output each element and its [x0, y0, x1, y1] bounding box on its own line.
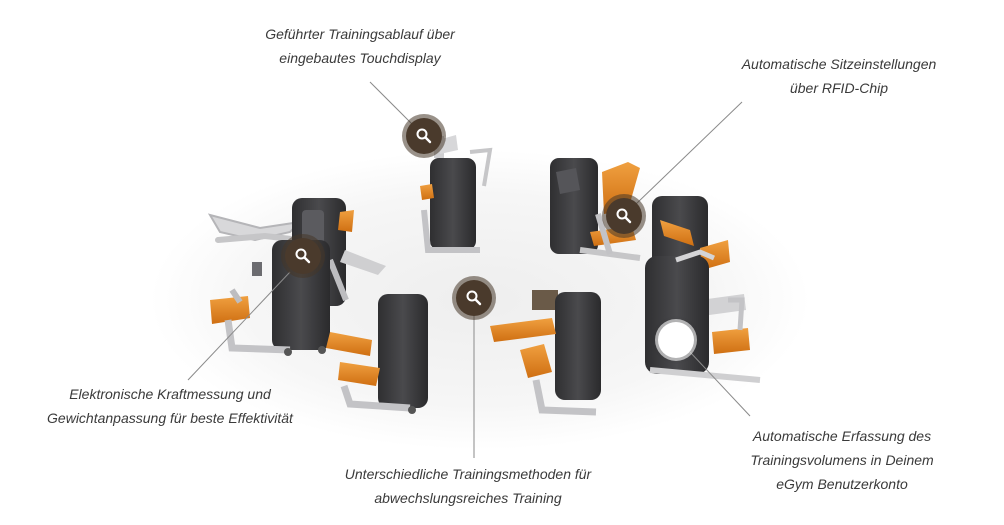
caption-line: Elektronische Kraftmessung und: [69, 386, 271, 402]
magnifier-icon: [466, 290, 482, 306]
caption-erfassung: Automatische Erfassung des Trainingsvolu…: [722, 424, 962, 496]
caption-line: Unterschiedliche Trainingsmethoden für: [344, 466, 592, 482]
caption-line: Gewichtanpassung für beste Effektivität: [47, 410, 293, 426]
caption-line: abwechslungsreiches Training: [374, 490, 562, 506]
caption-sitz: Automatische Sitzeinstellungen über RFID…: [714, 52, 964, 100]
caption-line: über RFID-Chip: [789, 80, 889, 96]
caption-line: Geführter Trainingsablauf über: [265, 26, 455, 42]
hotspot-kraft[interactable]: [285, 238, 321, 274]
caption-methoden: Unterschiedliche Trainingsmethoden für a…: [318, 462, 618, 510]
caption-line: eingebautes Touchdisplay: [279, 50, 441, 66]
caption-kraft: Elektronische Kraftmessung und Gewichtan…: [20, 382, 320, 430]
hotspot-sitz[interactable]: [606, 198, 642, 234]
magnifier-icon: [616, 208, 632, 224]
caption-touchdisplay: Geführter Trainingsablauf über eingebaut…: [240, 22, 480, 70]
leader-lines: [187, 81, 751, 458]
hotspot-touchdisplay[interactable]: [406, 118, 442, 154]
machine-front-left: [326, 294, 428, 414]
hotspot-methoden[interactable]: [456, 280, 492, 316]
caption-line: Trainingsvolumens in Deinem: [750, 452, 934, 468]
machine-rfid-seat: [550, 158, 641, 261]
magnifier-icon: [295, 248, 311, 264]
machine-front-center: [490, 290, 601, 416]
hotspot-erfassung[interactable]: [658, 322, 694, 358]
machine-touchdisplay: [420, 135, 493, 253]
magnifier-icon: [416, 128, 432, 144]
caption-line: eGym Benutzerkonto: [776, 476, 908, 492]
caption-line: Automatische Erfassung des: [752, 428, 932, 444]
caption-line: Automatische Sitzeinstellungen: [741, 56, 937, 72]
